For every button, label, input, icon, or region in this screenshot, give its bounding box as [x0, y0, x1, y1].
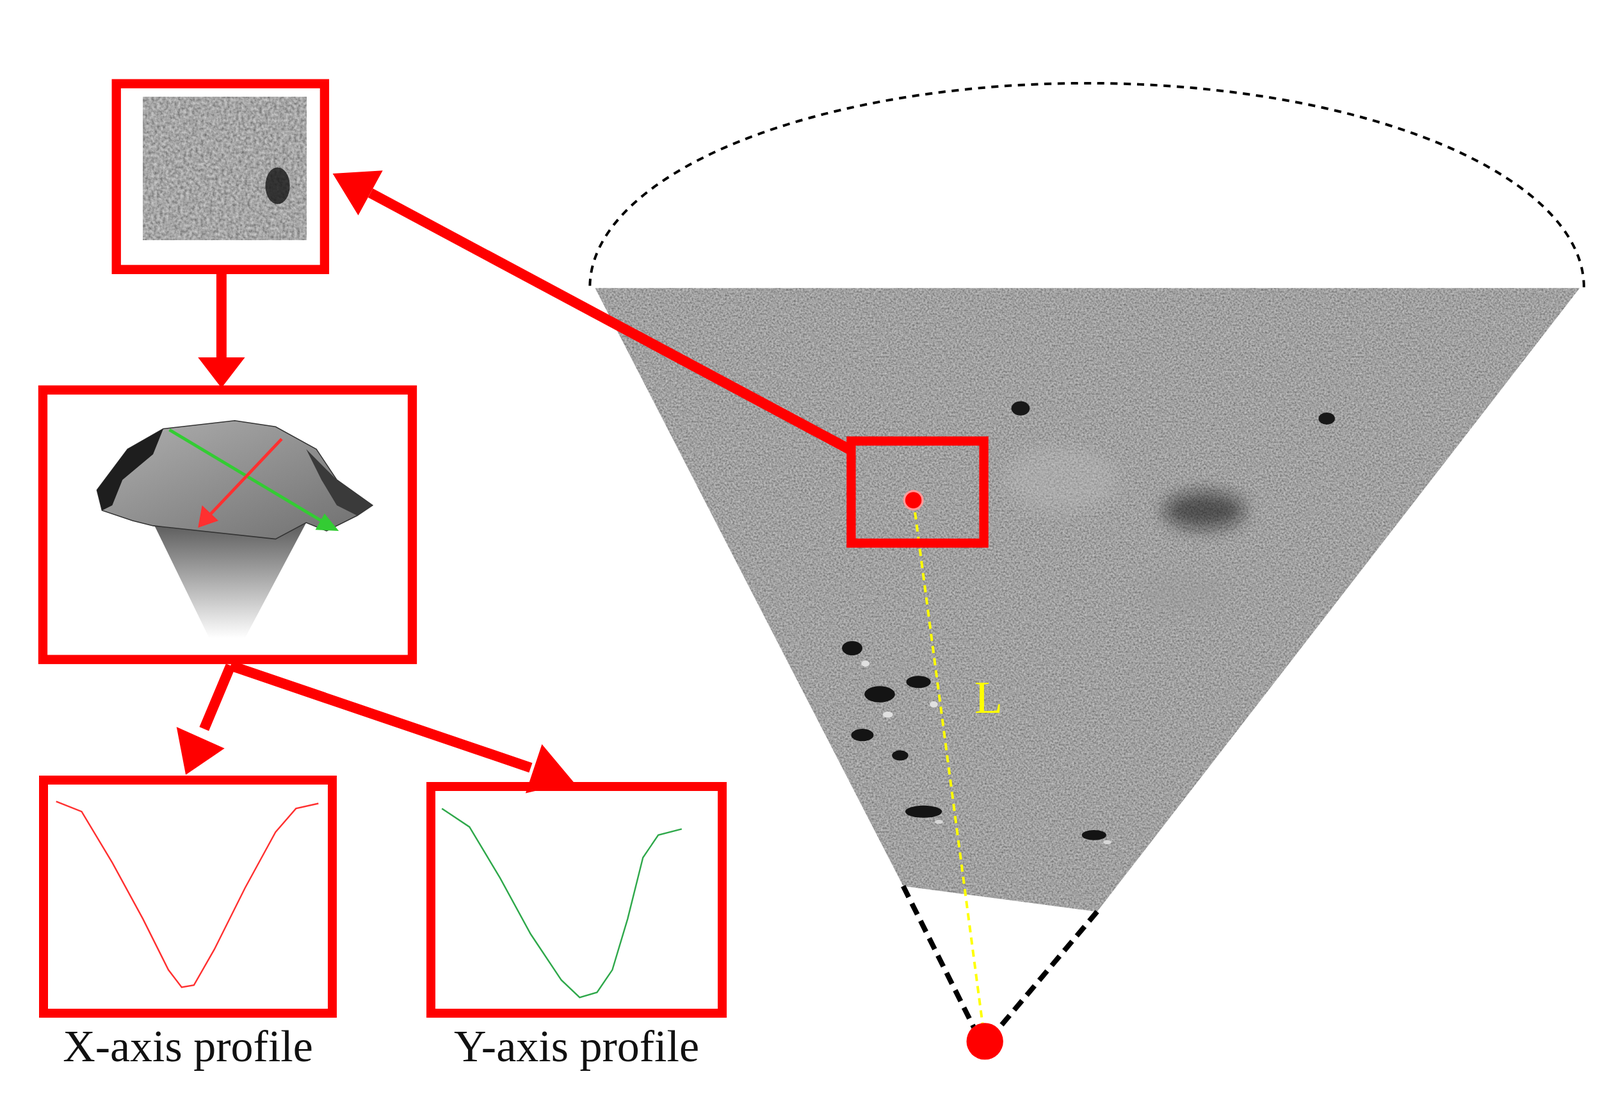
y-profile-curve — [441, 808, 682, 997]
flow-arrow — [370, 192, 850, 449]
rock — [841, 640, 863, 655]
light-patch — [1005, 446, 1118, 513]
flow-arrowhead — [332, 170, 383, 216]
distance-line — [913, 500, 986, 1042]
image-patch — [149, 99, 303, 237]
distance-label: L — [974, 672, 1003, 723]
camera-dot — [966, 1022, 1004, 1059]
selection-square — [850, 441, 984, 543]
flow-arrow — [216, 273, 227, 360]
rock — [1318, 412, 1335, 425]
rock — [905, 805, 942, 818]
patch-box — [116, 83, 325, 270]
y-axis-arrow — [169, 429, 325, 523]
terrain-surface — [96, 420, 372, 540]
profile-box: Y-axis profile — [426, 781, 727, 1018]
flow-arrowhead — [197, 357, 245, 388]
rock — [905, 675, 931, 688]
y-axis-arrowhead — [315, 513, 340, 531]
terrain-rim — [306, 448, 373, 516]
rock — [1011, 400, 1031, 415]
view-ellipse — [589, 83, 1584, 289]
cone-line — [903, 886, 976, 1029]
rock-highlight — [929, 701, 938, 708]
x-axis-arrow — [209, 438, 282, 516]
surface-image — [581, 275, 1600, 929]
rock-highlight — [882, 711, 894, 718]
patch-shadow — [265, 167, 290, 204]
target-dot — [904, 491, 923, 510]
axis-caption: Y-axis profile — [453, 1021, 700, 1071]
rock-highlight — [861, 660, 870, 667]
terrain-side — [153, 522, 307, 638]
flow-arrowhead — [176, 726, 225, 775]
flow-arrow — [230, 665, 531, 768]
rock — [850, 728, 874, 741]
x-axis-arrowhead — [197, 505, 219, 528]
rock-highlight — [934, 819, 944, 824]
rock — [838, 790, 856, 801]
rock — [1082, 829, 1107, 841]
terrain-rim — [96, 428, 164, 511]
flow-arrow — [204, 665, 231, 729]
profile-box: X-axis profile — [39, 775, 337, 1018]
rock — [864, 685, 896, 703]
surface-texture — [581, 275, 1600, 929]
light-patch — [1137, 571, 1230, 613]
cone-line — [998, 911, 1098, 1029]
dark-patch — [1163, 491, 1246, 529]
x-profile-curve — [56, 800, 319, 987]
terrain-box — [42, 389, 413, 660]
rock — [891, 750, 909, 761]
axis-caption: X-axis profile — [62, 1021, 314, 1071]
rock-highlight — [1103, 840, 1112, 844]
